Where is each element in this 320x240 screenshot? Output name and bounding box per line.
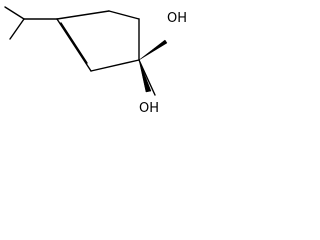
bond-isopropyl-methyl-right	[9, 18, 25, 40]
bond-isopropyl-methyl-left	[4, 6, 25, 20]
hydroxyl-label-top: OH	[167, 11, 187, 26]
bond-c1-methyl	[138, 59, 156, 96]
bond-ring-c5-c6	[108, 10, 140, 20]
wedge-bond-c2-oh	[138, 59, 152, 93]
bond-ring-c2-c3-double	[60, 22, 88, 64]
bond-ring-c2-c3	[56, 18, 92, 72]
wedge-bond-c1-oh	[138, 39, 168, 61]
molecule-structure: OH OH	[4, 6, 187, 115]
hydroxyl-label-bottom: OH	[139, 101, 159, 115]
bond-ring-c1-c2	[90, 59, 140, 72]
bond-ring-c4-c5	[56, 10, 110, 20]
